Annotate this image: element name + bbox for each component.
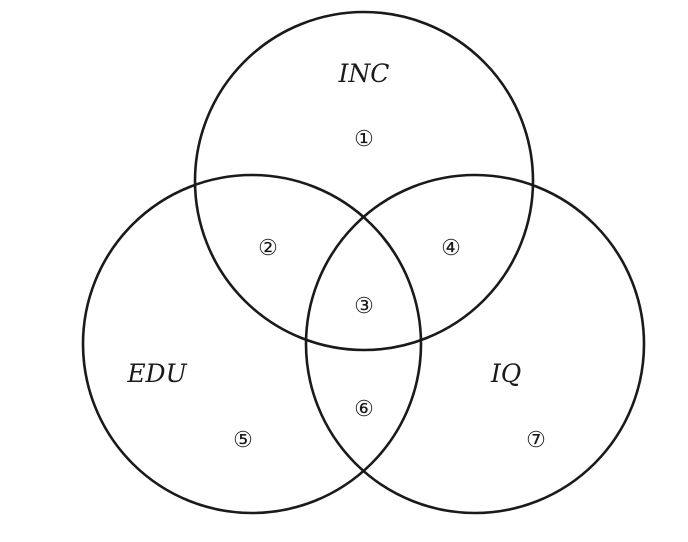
region-3-label: ③ [354, 294, 374, 319]
edu-set-label: EDU [126, 359, 187, 388]
iq-set-label: IQ [490, 359, 521, 388]
region-2-label: ② [258, 236, 278, 261]
region-5-label: ⑤ [233, 428, 253, 453]
region-1-label: ① [354, 127, 374, 152]
region-7-label: ⑦ [526, 428, 546, 453]
edu-circle [81, 173, 423, 515]
iq-circle [304, 173, 646, 515]
inc-circle [193, 10, 535, 352]
region-4-label: ④ [441, 236, 461, 261]
inc-set-label: INC [338, 59, 390, 88]
region-6-label: ⑥ [354, 397, 374, 422]
